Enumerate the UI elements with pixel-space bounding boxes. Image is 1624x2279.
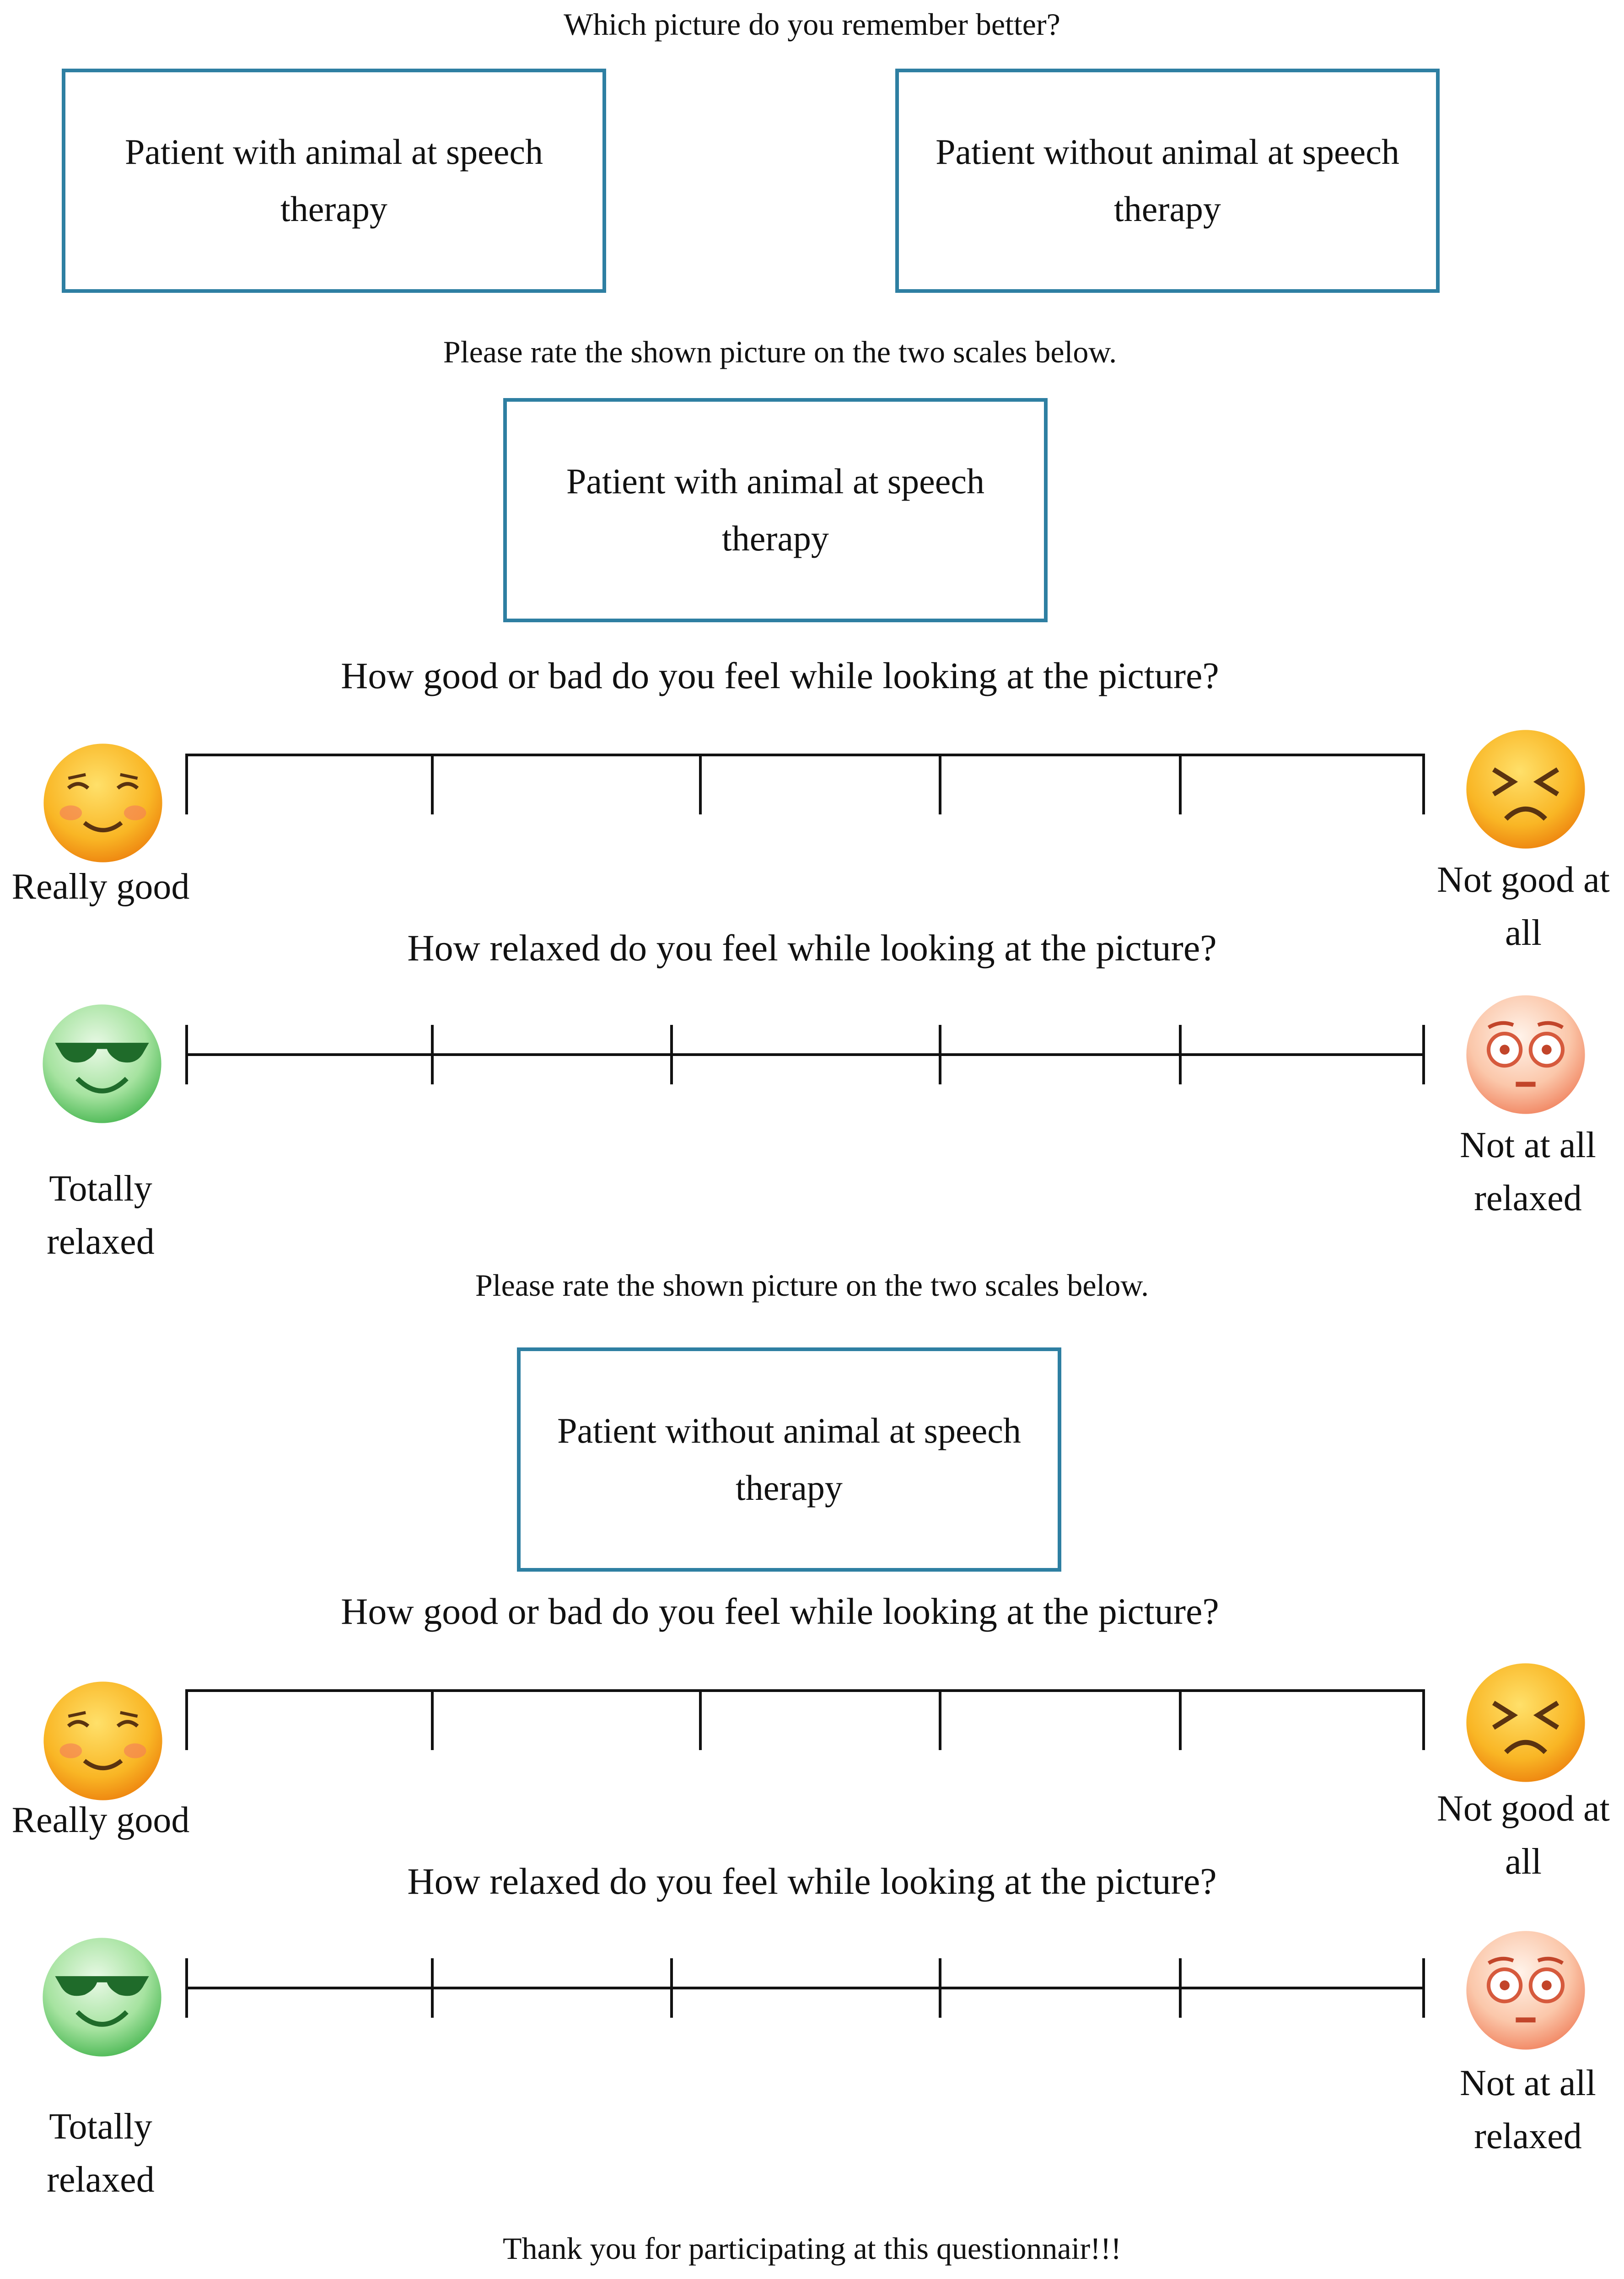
section-2-valence-scale[interactable]	[185, 1686, 1430, 1755]
choice-box-with-animal[interactable]: Patient with animal at speech therapy	[62, 69, 606, 293]
section-1-arousal-scale[interactable]	[185, 1020, 1430, 1089]
section-2-instruction: Please rate the shown picture on the two…	[475, 1268, 1149, 1303]
section-2-arousal-question: How relaxed do you feel while looking at…	[407, 1860, 1217, 1902]
sunglasses-face-icon[interactable]	[40, 1935, 164, 2059]
smiling-blushing-face-icon[interactable]	[41, 1679, 165, 1803]
section-2-picture-label: Patient without animal at speech therapy	[557, 1411, 1021, 1508]
confounded-face-icon[interactable]	[1464, 727, 1587, 851]
section-1-picture-label: Patient with animal at speech therapy	[566, 461, 985, 558]
section-2-arousal-right-label: Not at all relaxed	[1460, 2063, 1596, 2156]
choice-box-without-animal[interactable]: Patient without animal at speech therapy	[895, 69, 1440, 293]
section-2-valence-left-label: Really good	[11, 1800, 190, 1840]
header-question: Which picture do you remember better?	[564, 7, 1060, 42]
section-1-instruction: Please rate the shown picture on the two…	[443, 334, 1117, 369]
section-2-valence-question: How good or bad do you feel while lookin…	[341, 1590, 1219, 1632]
section-1-arousal-question: How relaxed do you feel while looking at…	[407, 927, 1217, 969]
smiling-blushing-face-icon[interactable]	[41, 741, 165, 865]
section-2-valence-right-label: Not good at all	[1437, 1789, 1610, 1882]
section-1-valence-scale[interactable]	[185, 750, 1430, 819]
section-2-arousal-scale[interactable]	[185, 1954, 1430, 2022]
section-2-picture-box: Patient without animal at speech therapy	[517, 1347, 1061, 1572]
sunglasses-face-icon[interactable]	[40, 1002, 164, 1126]
section-1-valence-left-label: Really good	[11, 867, 190, 907]
confounded-face-icon[interactable]	[1464, 1661, 1587, 1784]
footer-thanks: Thank you for participating at this ques…	[502, 2231, 1122, 2266]
section-1-valence-right-label: Not good at all	[1437, 860, 1610, 953]
astonished-face-icon[interactable]	[1464, 993, 1587, 1116]
section-1-arousal-right-label: Not at all relaxed	[1460, 1125, 1596, 1218]
section-1-picture-box: Patient with animal at speech therapy	[503, 398, 1048, 622]
astonished-face-icon[interactable]	[1464, 1929, 1587, 2052]
section-1-valence-question: How good or bad do you feel while lookin…	[341, 655, 1219, 696]
section-1-arousal-left-label: Totally relaxed	[47, 1169, 155, 1262]
choice-box-with-animal-label: Patient with animal at speech therapy	[124, 132, 543, 229]
choice-box-without-animal-label: Patient without animal at speech therapy	[936, 132, 1399, 229]
section-2-arousal-left-label: Totally relaxed	[47, 2107, 155, 2200]
